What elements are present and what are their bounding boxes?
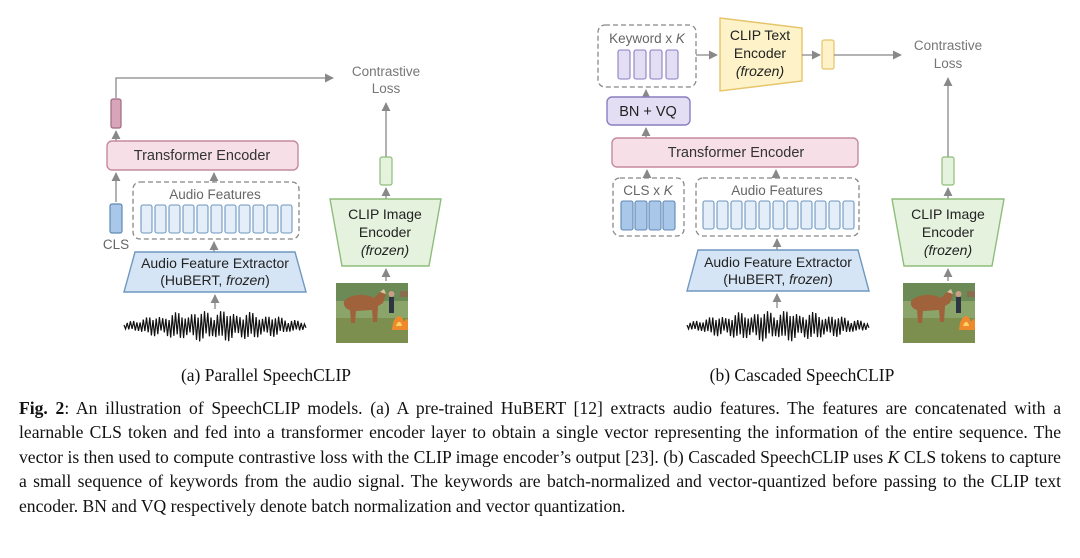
audio-feature-token — [168, 204, 181, 234]
audio-feature-token — [786, 200, 799, 230]
cls-tokens — [620, 200, 676, 231]
audio-feature-token — [744, 200, 757, 230]
caption-k-variable: K — [887, 446, 900, 467]
caption-text-part1: : An illustration of SpeechCLIP models. … — [19, 398, 1062, 467]
text-encoder-label-line3: (frozen) — [736, 63, 784, 79]
audio-features-group — [695, 177, 860, 237]
audio-feature-token — [252, 204, 265, 234]
contrastive-loss-label-line2: Loss — [372, 81, 401, 96]
extractor-label-line1: Audio Feature Extractor — [704, 254, 852, 270]
keyword-group — [597, 24, 697, 88]
output-vector — [110, 98, 122, 129]
keyword-token — [617, 49, 631, 80]
keyword-label: Keyword x K — [609, 31, 686, 46]
audio-feature-token — [238, 204, 251, 234]
audio-feature-token — [730, 200, 743, 230]
image-output-vector — [379, 156, 393, 186]
audio-feature-token — [280, 204, 293, 234]
cls-token — [634, 200, 648, 231]
audio-waveform — [686, 311, 870, 342]
image-output-vector — [941, 156, 955, 186]
image-encoder-label-line3: (frozen) — [924, 242, 972, 258]
audio-feature-token — [716, 200, 729, 230]
audio-feature-token — [800, 200, 813, 230]
extractor-label-line2: (HuBERT, frozen) — [723, 271, 832, 287]
parallel-subtitle: (a) Parallel SpeechCLIP — [181, 365, 351, 385]
clip-image-encoder — [891, 198, 1005, 267]
cascaded-subtitle: (b) Cascaded SpeechCLIP — [710, 365, 895, 385]
keyword-token — [649, 49, 663, 80]
text-encoder-label-line1: CLIP Text — [730, 27, 790, 43]
cls-label: CLS x K — [623, 183, 674, 198]
keyword-tokens — [617, 49, 679, 80]
bn-vq-box — [606, 96, 691, 126]
audio-feature-token — [196, 204, 209, 234]
audio-feature-token — [140, 204, 153, 234]
keyword-token — [665, 49, 679, 80]
image-encoder-label-line2: Encoder — [359, 224, 411, 240]
contrastive-loss-label-line1: Contrastive — [352, 64, 420, 79]
audio-feature-token — [182, 204, 195, 234]
transformer-encoder-label: Transformer Encoder — [134, 148, 271, 164]
horse-photo — [336, 283, 408, 343]
audio-features-label: Audio Features — [731, 183, 823, 198]
arrow-output-to-loss — [115, 73, 334, 98]
extractor-label-line2: (HuBERT, frozen) — [160, 272, 269, 288]
clip-image-encoder — [329, 198, 442, 267]
audio-feature-extractor — [686, 249, 870, 292]
transformer-encoder-box — [611, 137, 859, 168]
text-output-vector — [821, 39, 835, 70]
cls-token — [109, 203, 123, 234]
audio-waveform — [123, 311, 307, 342]
bn-vq-label: BN + VQ — [619, 104, 677, 120]
cls-label: CLS — [103, 237, 129, 252]
audio-features-label: Audio Features — [169, 187, 261, 202]
audio-features-group — [132, 181, 300, 240]
contrastive-loss-label-line1: Contrastive — [914, 38, 982, 53]
audio-feature-token — [224, 204, 237, 234]
figure-caption: Fig. 2: An illustration of SpeechCLIP mo… — [19, 396, 1061, 518]
speechclip-figure: Contrastive Loss Transformer Encoder Aud… — [103, 17, 1005, 385]
keyword-token — [633, 49, 647, 80]
image-encoder-label-line1: CLIP Image — [348, 206, 422, 222]
contrastive-loss-label-line2: Loss — [934, 56, 963, 71]
parallel-diagram: Contrastive Loss Transformer Encoder Aud… — [103, 64, 442, 343]
audio-feature-token — [266, 204, 279, 234]
caption-text-part2: CLS tokens to capture a small sequence o… — [19, 446, 1061, 516]
transformer-encoder-label: Transformer Encoder — [668, 145, 805, 161]
transformer-encoder-box — [106, 140, 299, 171]
image-encoder-label-line1: CLIP Image — [911, 206, 985, 222]
cls-token — [648, 200, 662, 231]
image-encoder-label-line3: (frozen) — [361, 242, 409, 258]
image-encoder-label-line2: Encoder — [922, 224, 974, 240]
audio-feature-token — [772, 200, 785, 230]
extractor-label-line1: Audio Feature Extractor — [141, 255, 289, 271]
figure-label: Fig. 2 — [19, 398, 65, 418]
horse-photo — [903, 283, 975, 343]
audio-feature-tokens — [140, 204, 293, 234]
audio-feature-token — [702, 200, 715, 230]
audio-feature-token — [154, 204, 167, 234]
cls-token — [662, 200, 676, 231]
audio-feature-token — [842, 200, 855, 230]
cls-group — [612, 177, 685, 237]
audio-feature-token — [758, 200, 771, 230]
audio-feature-extractor — [123, 251, 307, 293]
audio-feature-token — [814, 200, 827, 230]
clip-text-encoder — [719, 17, 803, 92]
audio-feature-token — [828, 200, 841, 230]
cascaded-diagram: Keyword x K CLIP Text Encoder (frozen) C… — [597, 17, 1005, 343]
cls-token — [620, 200, 634, 231]
audio-feature-token — [210, 204, 223, 234]
audio-feature-tokens — [702, 200, 855, 230]
text-encoder-label-line2: Encoder — [734, 45, 786, 61]
